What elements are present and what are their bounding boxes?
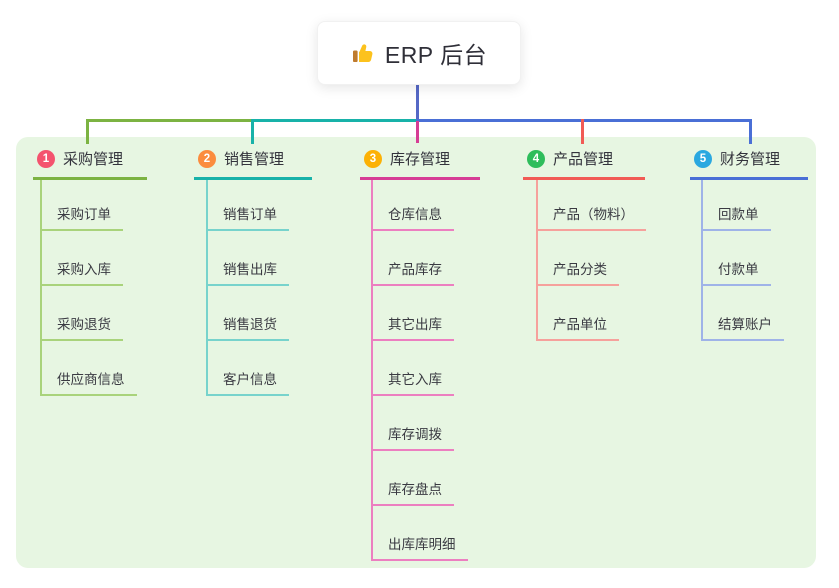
- branch-2-header[interactable]: 2 销售管理: [194, 148, 312, 180]
- connector-branch-5-drop: [749, 119, 752, 144]
- child-node[interactable]: 供应商信息: [40, 369, 137, 396]
- child-node[interactable]: 客户信息: [206, 369, 289, 396]
- child-node[interactable]: 产品单位: [536, 314, 619, 341]
- root-label: ERP 后台: [384, 42, 488, 68]
- branch-5-spine-line: [701, 180, 703, 341]
- connector-branch-2-drop: [251, 119, 254, 144]
- branch-4-spine-line: [536, 180, 538, 341]
- branch-4-label: 产品管理: [553, 151, 614, 168]
- child-node[interactable]: 库存盘点: [371, 479, 454, 506]
- branch-4-badge: 4: [527, 149, 545, 168]
- branch-1-label: 采购管理: [63, 151, 124, 168]
- branch-3-header[interactable]: 3 库存管理: [360, 148, 480, 180]
- child-node[interactable]: 销售出库: [206, 259, 289, 286]
- root-connector-line: [416, 84, 419, 121]
- branch-3-label: 库存管理: [390, 151, 451, 168]
- child-node[interactable]: 库存调拨: [371, 424, 454, 451]
- connector-branch-3-drop: [416, 121, 419, 143]
- branch-2-badge: 2: [198, 149, 216, 168]
- connector-branch-4-drop: [581, 119, 584, 144]
- branch-2-label: 销售管理: [224, 151, 285, 168]
- child-node[interactable]: 销售退货: [206, 314, 289, 341]
- child-node[interactable]: 其它入库: [371, 369, 454, 396]
- branches-panel: [16, 137, 816, 568]
- child-node[interactable]: 出库库明细: [371, 534, 468, 561]
- branch-1-badge: 1: [37, 149, 55, 168]
- child-node[interactable]: 其它出库: [371, 314, 454, 341]
- branch-5-badge: 5: [694, 149, 712, 168]
- branch-1-header[interactable]: 1 采购管理: [33, 148, 147, 180]
- thumbs-up-icon: [352, 44, 373, 62]
- branch-5-header[interactable]: 5 财务管理: [690, 148, 808, 180]
- child-node[interactable]: 付款单: [701, 259, 771, 286]
- root-node[interactable]: ERP 后台: [317, 21, 521, 85]
- child-node[interactable]: 产品（物料）: [536, 204, 646, 231]
- connector-branch-1-horizontal: [86, 119, 254, 122]
- branch-5-label: 财务管理: [720, 151, 781, 168]
- child-node[interactable]: 回款单: [701, 204, 771, 231]
- child-node[interactable]: 产品库存: [371, 259, 454, 286]
- branch-3-spine-line: [371, 180, 373, 561]
- branch-1-spine-line: [40, 180, 42, 396]
- child-node[interactable]: 采购入库: [40, 259, 123, 286]
- child-node[interactable]: 采购订单: [40, 204, 123, 231]
- branch-4-header[interactable]: 4 产品管理: [523, 148, 645, 180]
- child-node[interactable]: 销售订单: [206, 204, 289, 231]
- child-node[interactable]: 采购退货: [40, 314, 123, 341]
- child-node[interactable]: 仓库信息: [371, 204, 454, 231]
- branch-2-spine-line: [206, 180, 208, 396]
- child-node[interactable]: 产品分类: [536, 259, 619, 286]
- branch-3-badge: 3: [364, 149, 382, 168]
- connector-branch-5-horizontal: [416, 119, 752, 122]
- child-node[interactable]: 结算账户: [701, 314, 784, 341]
- connector-branch-1-drop: [86, 119, 89, 144]
- connector-branch-2-horizontal: [251, 119, 419, 122]
